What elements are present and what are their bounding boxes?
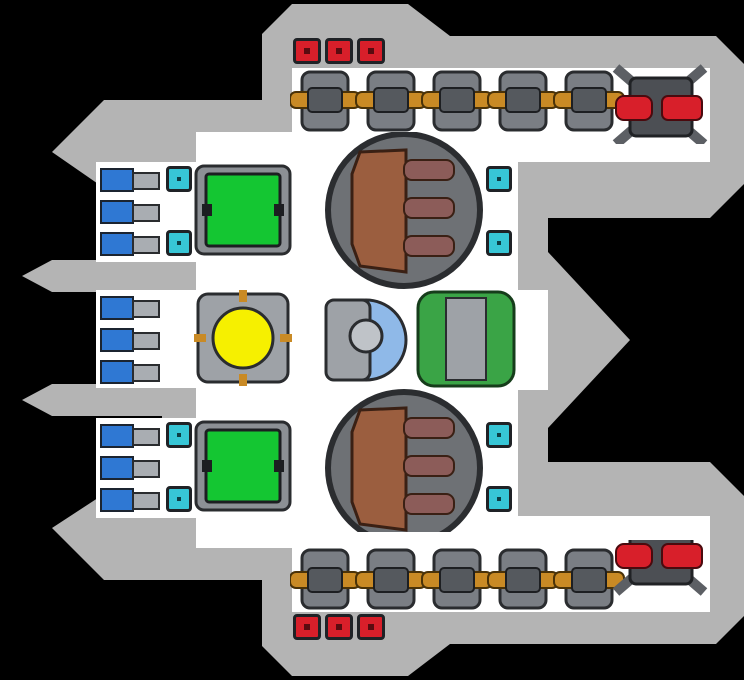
missile-launcher-icon[interactable]: [421, 70, 493, 132]
power-cell-icon[interactable]: [100, 200, 160, 224]
heavy-laser-icon[interactable]: [612, 64, 708, 144]
system-node-icon[interactable]: [166, 486, 192, 512]
power-cell-icon[interactable]: [100, 360, 160, 384]
missile-launcher-row-top: [290, 64, 708, 144]
dome-turret-icon[interactable]: [325, 389, 483, 532]
ammo-crate-icon[interactable]: [325, 38, 353, 64]
missile-launcher-icon[interactable]: [421, 548, 493, 610]
system-node-icon[interactable]: [166, 422, 192, 448]
system-node-icon[interactable]: [486, 230, 512, 256]
system-node-icon[interactable]: [166, 230, 192, 256]
ammo-crate-icon[interactable]: [357, 614, 385, 640]
cargo-hold-icon[interactable]: [194, 164, 292, 256]
engine-icon[interactable]: [324, 290, 516, 388]
ammo-crate-icon[interactable]: [293, 38, 321, 64]
ammo-crate-icon[interactable]: [325, 614, 353, 640]
missile-launcher-icon[interactable]: [487, 70, 559, 132]
power-cell-icon[interactable]: [100, 296, 160, 320]
shield-core-icon[interactable]: [194, 290, 292, 386]
center-modules: [324, 132, 516, 532]
power-cell-icon[interactable]: [100, 488, 160, 512]
missile-launcher-icon[interactable]: [487, 548, 559, 610]
power-cell-icon[interactable]: [100, 328, 160, 352]
dome-turret-icon[interactable]: [325, 132, 483, 289]
ammo-crate-icon[interactable]: [293, 614, 321, 640]
system-node-icon[interactable]: [486, 486, 512, 512]
missile-launcher-icon[interactable]: [355, 548, 427, 610]
missile-launcher-row-bottom: [290, 540, 708, 610]
missile-launcher-icon[interactable]: [290, 70, 361, 132]
missile-launcher-icon[interactable]: [290, 548, 361, 610]
system-node-icon[interactable]: [486, 422, 512, 448]
ammo-crate-icon[interactable]: [357, 38, 385, 64]
power-cell-icon[interactable]: [100, 232, 160, 256]
heavy-laser-icon[interactable]: [612, 540, 708, 596]
power-cell-icon[interactable]: [100, 424, 160, 448]
power-cell-icon[interactable]: [100, 168, 160, 192]
missile-launcher-icon[interactable]: [355, 70, 427, 132]
system-node-icon[interactable]: [166, 166, 192, 192]
cargo-hold-icon[interactable]: [194, 420, 292, 512]
missile-launcher-icon[interactable]: [553, 548, 625, 610]
power-cell-icon[interactable]: [100, 456, 160, 480]
center-left-modules: [194, 164, 292, 512]
missile-launcher-icon[interactable]: [553, 70, 625, 132]
system-node-icon[interactable]: [486, 166, 512, 192]
